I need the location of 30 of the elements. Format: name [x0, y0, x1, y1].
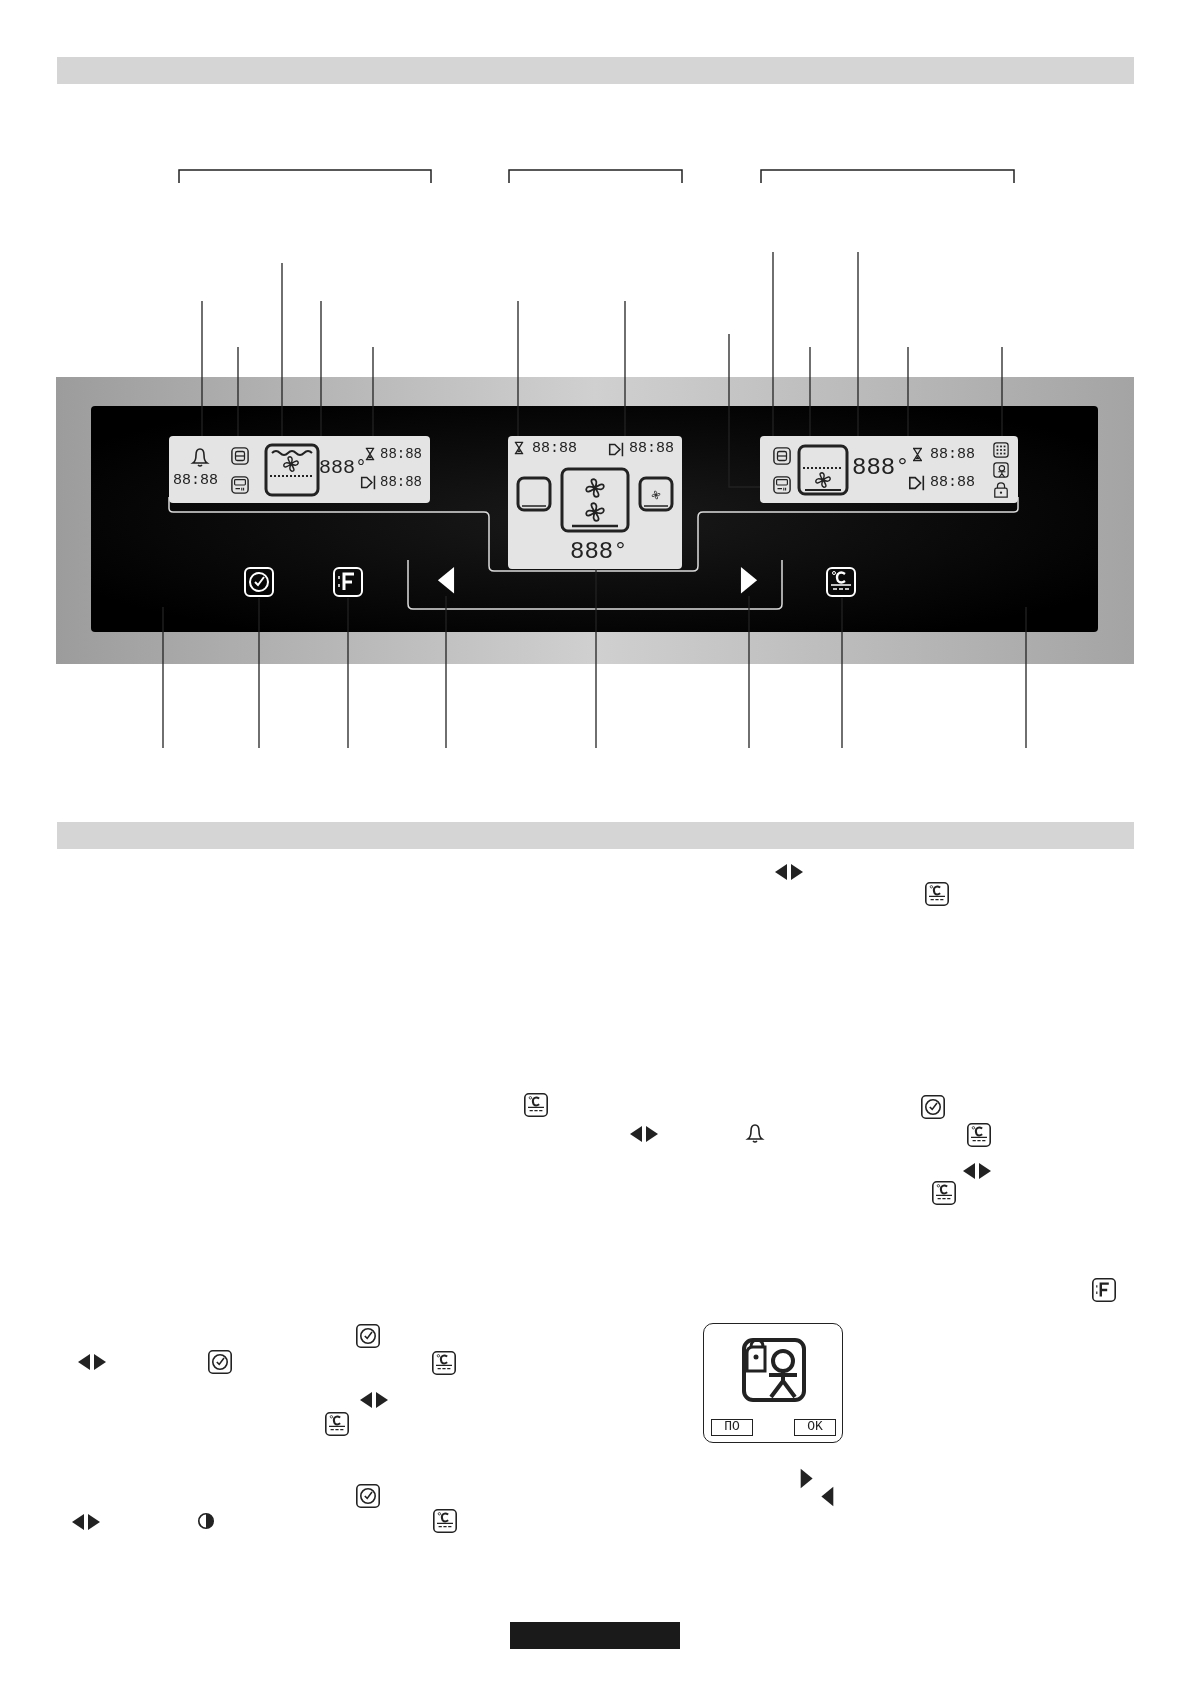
lcd-display [760, 436, 1018, 503]
temperature-readout: 888° [852, 456, 910, 480]
leader-line [320, 300, 322, 437]
temperature-readout: 888° [570, 540, 628, 564]
lcd-option-button: ПО [711, 1419, 753, 1436]
time-readout: 88:88 [380, 447, 422, 461]
leader-line [1001, 346, 1003, 437]
time-readout: 88:88 [930, 475, 975, 490]
leader-line [809, 346, 811, 437]
time-readout: 88:88 [173, 473, 218, 488]
leader-line [517, 300, 519, 437]
leader-line [201, 300, 203, 437]
leader-line [372, 346, 374, 437]
lcd-display [508, 436, 682, 569]
leader-line [595, 568, 597, 749]
lcd-display [169, 436, 430, 503]
time-readout: 88:88 [629, 441, 674, 456]
lock-screen [703, 1323, 843, 1443]
leader-line [857, 251, 859, 437]
leader-line [907, 346, 909, 437]
leader-line [772, 251, 774, 437]
time-readout: 88:88 [380, 475, 422, 489]
temperature-readout: 888° [319, 458, 367, 478]
leader-line [624, 300, 626, 437]
time-readout: 88:88 [532, 441, 577, 456]
lcd-option-button: OK [794, 1419, 836, 1436]
time-readout: 88:88 [930, 447, 975, 462]
leader-line [237, 346, 239, 437]
leader-line [728, 333, 761, 488]
leader-line [281, 262, 283, 437]
